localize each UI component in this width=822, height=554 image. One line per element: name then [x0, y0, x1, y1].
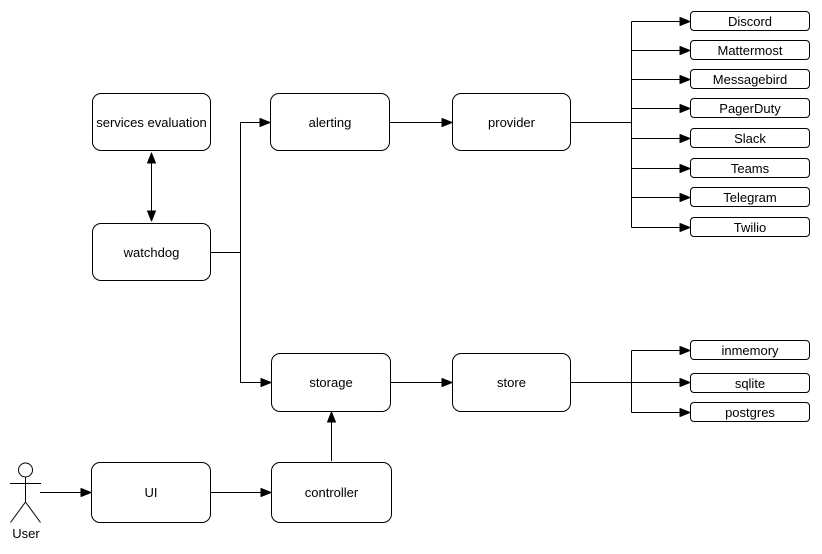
node-services-evaluation: services evaluation — [92, 93, 211, 151]
node-store-postgres: postgres — [690, 402, 810, 422]
node-provider-slack: Slack — [690, 128, 810, 148]
node-provider-pagerduty: PagerDuty — [690, 98, 810, 118]
edge-watchdog-storage — [240, 252, 272, 387]
node-store-inmemory: inmemory — [690, 340, 810, 360]
node-controller: controller — [271, 462, 392, 523]
node-provider-mattermost: Mattermost — [690, 40, 810, 60]
node-provider-discord: Discord — [690, 11, 810, 31]
actor-label: User — [12, 526, 40, 541]
node-alerting: alerting — [270, 93, 390, 151]
node-store: store — [452, 353, 571, 412]
node-provider-twilio: Twilio — [690, 217, 810, 237]
node-watchdog: watchdog — [92, 223, 211, 281]
node-storage: storage — [271, 353, 391, 412]
node-provider: provider — [452, 93, 571, 151]
node-provider-messagebird: Messagebird — [690, 69, 810, 89]
edge-watchdog-alerting — [240, 118, 271, 253]
node-provider-teams: Teams — [690, 158, 810, 178]
node-ui: UI — [91, 462, 211, 523]
user-actor-icon — [10, 462, 41, 523]
node-provider-telegram: Telegram — [690, 187, 810, 207]
node-store-sqlite: sqlite — [690, 373, 810, 393]
